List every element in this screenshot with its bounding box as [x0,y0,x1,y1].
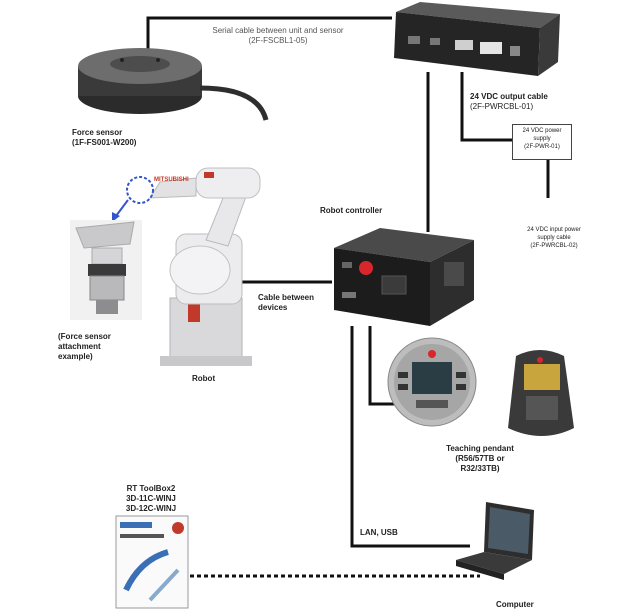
attachment-image [70,220,142,320]
robot-label: Robot [192,374,216,383]
rt-toolbox-model2: 3D-12C-WINJ [125,504,177,513]
input-cable-label: 24 VDC input power supply cable (2F-PWRC… [514,226,594,250]
attachment-line3: example) [58,352,93,361]
serial-cable-model: (2F-FSCBL1-05) [248,36,308,45]
robot-brand-text: MITSUBISHI [154,177,189,183]
power-supply-box: 24 VDC power supply (2F-PWR-01) [512,124,572,160]
power-supply-model: (2F-PWR-01) [524,144,560,150]
attachment-example-label: (Force sensor attachment example) [58,332,111,362]
controller-to-computer-line [350,326,470,548]
teaching-pendant-model1: (R56/57TB or [455,454,505,463]
force-sensor-label: Force sensor (1F-FS001-W200) [72,128,136,148]
rt-toolbox-name: RT ToolBox2 [126,484,176,493]
attachment-line2: attachment [58,342,101,351]
output-cable-name: 24 VDC output cable [470,92,548,101]
input-cable-name: 24 VDC input power [527,227,581,233]
robot-controller-image [334,228,474,326]
force-sensor-name: Force sensor [72,128,123,137]
sensor-unit-image [394,2,560,76]
serial-cable-line [146,16,392,50]
attachment-line1: (Force sensor [58,332,111,341]
output-cable-label: 24 VDC output cable (2F-PWRCBL-01) [470,92,548,112]
power-supply-name: 24 VDC power [522,128,562,134]
force-sensor-image [78,48,269,121]
computer-image [456,502,534,580]
robot-controller-label: Robot controller [320,206,383,215]
teaching-pendant-model2: R32/33TB) [460,464,500,473]
robot-image [112,167,261,366]
cable-between-devices-label: Cable between devices [258,293,314,313]
cable-between-line2: devices [258,303,288,312]
teaching-pendant-name: Teaching pendant [446,444,514,453]
rt-toolbox-model1: 3D-11C-WINJ [126,494,176,503]
output-cable-line [460,72,512,142]
cable-between-line1: Cable between [258,293,315,302]
rt-toolbox-label: RT ToolBox2 3D-11C-WINJ 3D-12C-WINJ [106,484,196,514]
computer-label: Computer [496,600,534,609]
serial-cable-label: Serial cable between unit and sensor (2F… [188,26,368,46]
power-supply-label: 24 VDC power supply (2F-PWR-01) [513,127,571,151]
connection-lines [146,16,550,578]
rt-toolbox-image [115,515,189,609]
controller-to-pendant-line [368,326,398,406]
force-sensor-model: (1F-FS001-W200) [72,138,137,147]
power-supply-type: supply [533,136,551,142]
teaching-pendant-image [387,337,574,436]
input-cable-model: (2F-PWRCBL-02) [530,243,578,249]
teaching-pendant-label: Teaching pendant (R56/57TB or R32/33TB) [430,444,530,474]
output-cable-model: (2F-PWRCBL-01) [470,102,534,111]
input-cable-type: supply cable [537,235,571,241]
serial-cable-name: Serial cable between unit and sensor [212,26,344,35]
lan-usb-label: LAN, USB [360,528,398,537]
